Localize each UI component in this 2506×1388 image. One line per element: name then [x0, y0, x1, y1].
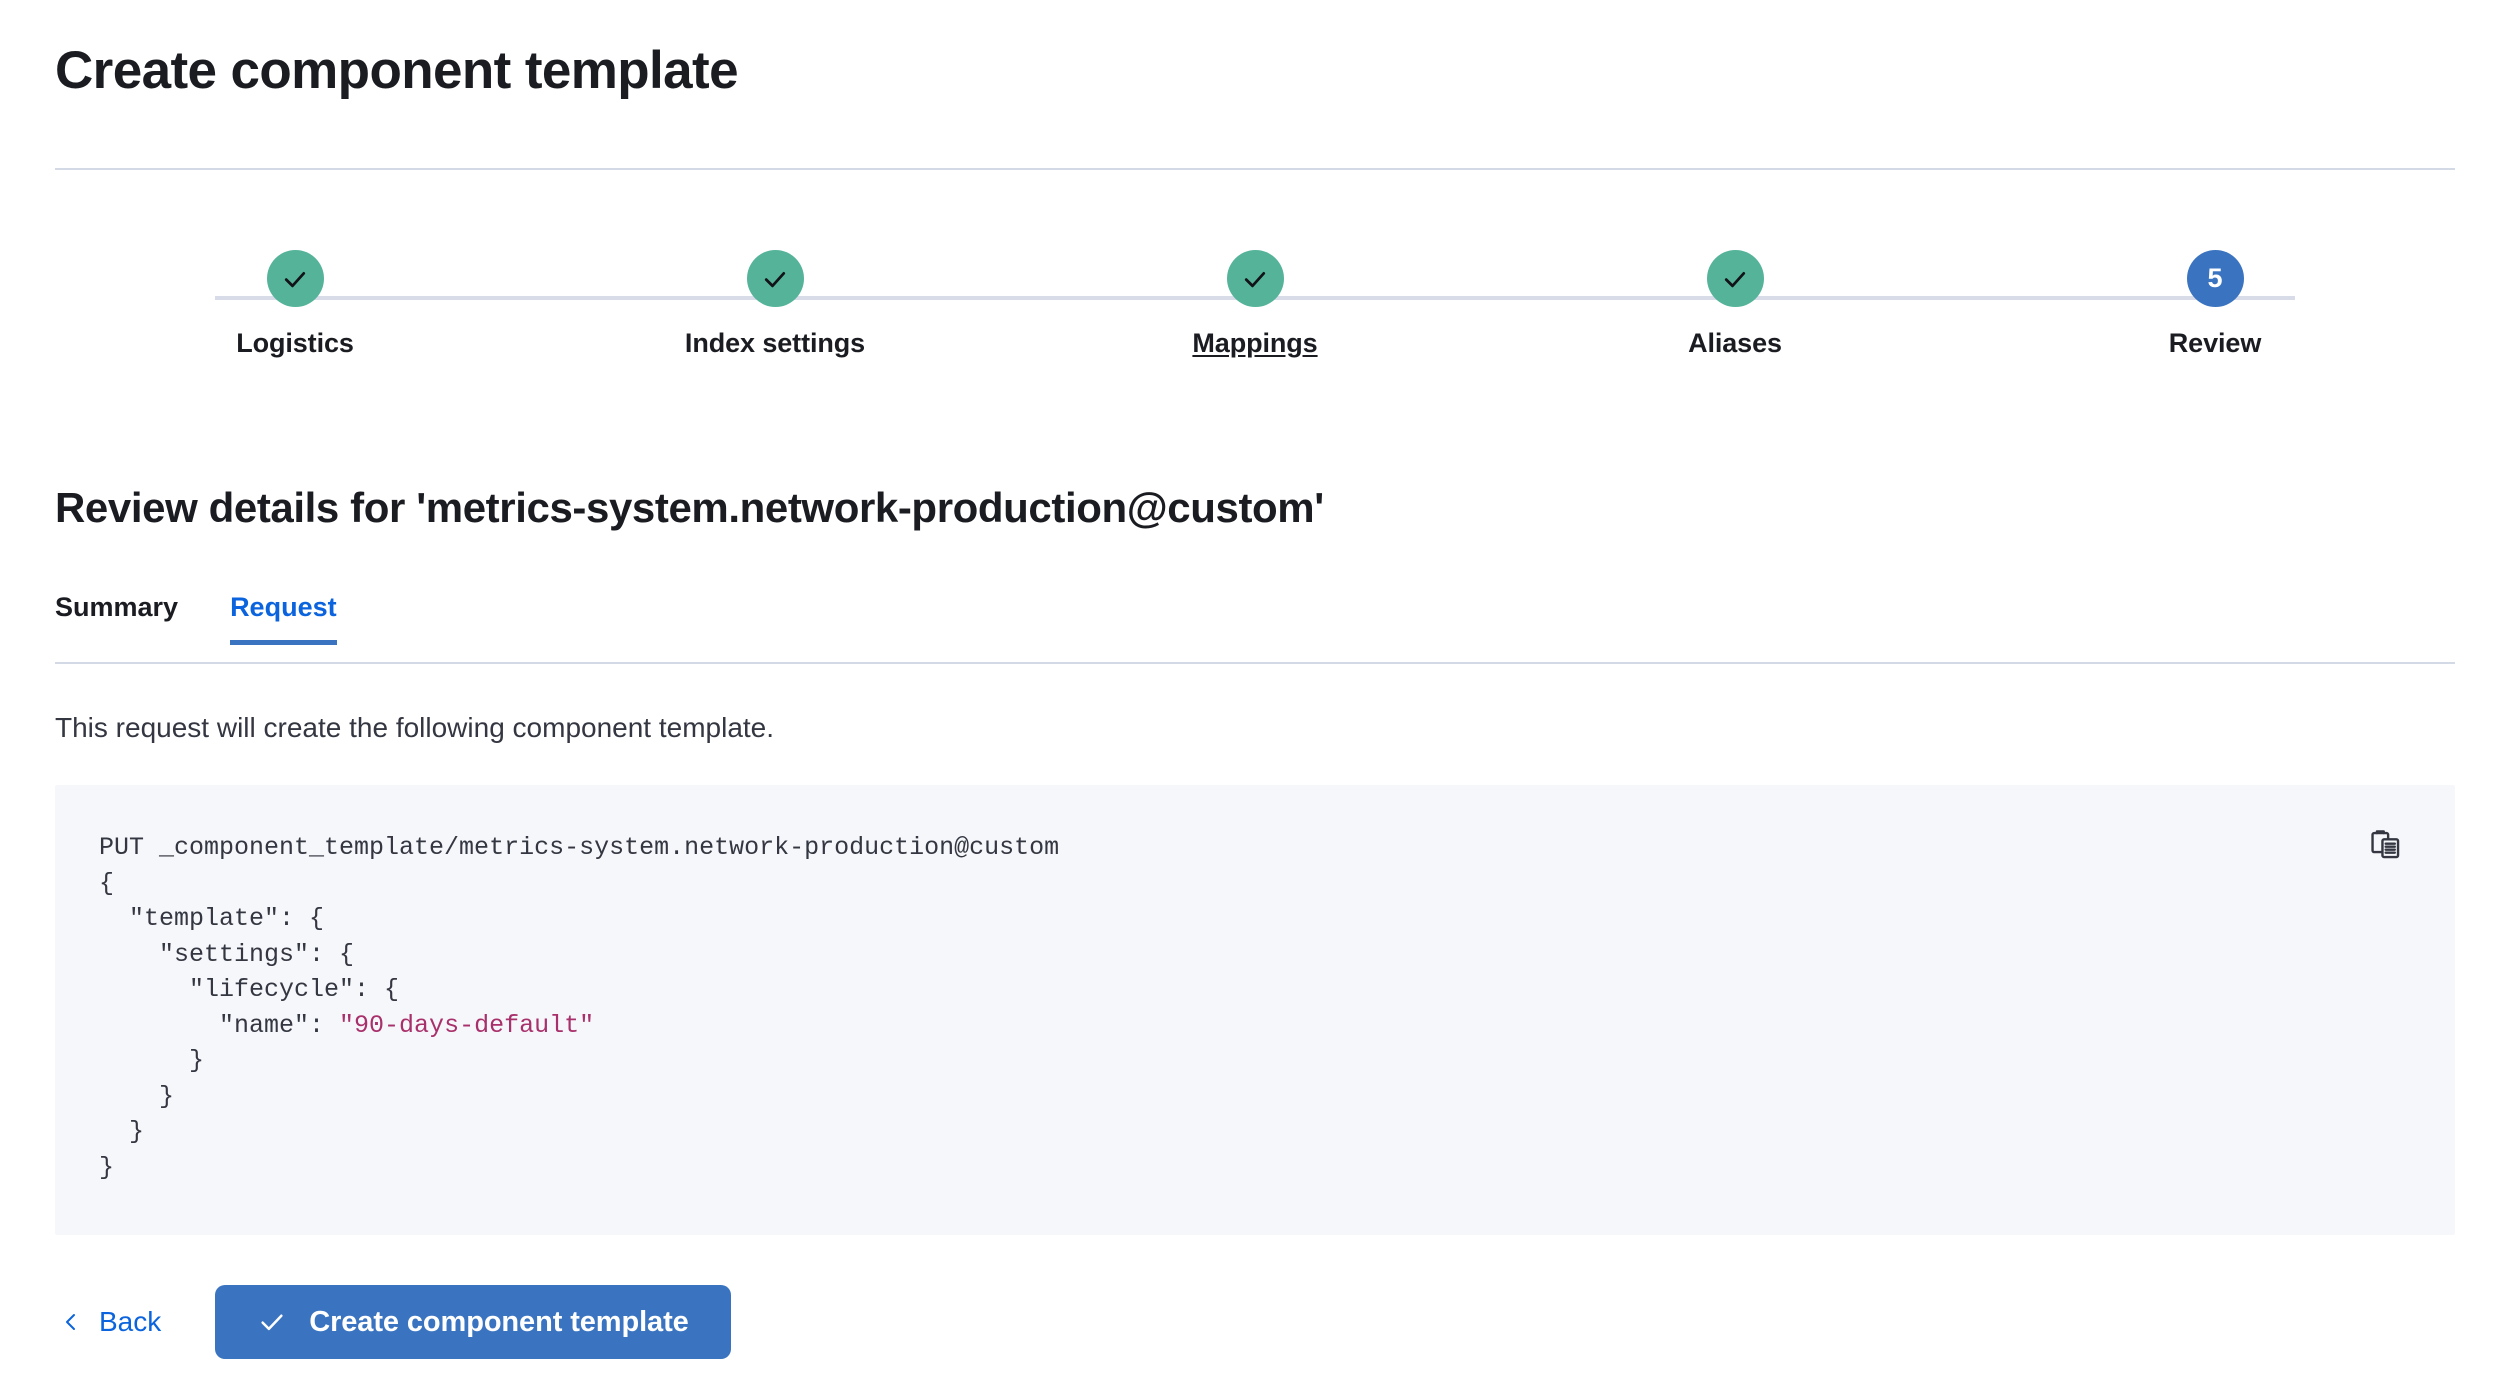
stepper-step-label: Mappings: [1192, 328, 1318, 358]
back-button-label: Back: [99, 1306, 162, 1337]
back-button[interactable]: Back: [55, 1298, 165, 1346]
copy-to-clipboard-button[interactable]: [2363, 823, 2409, 869]
stepper-step-aliases[interactable]: Aliases: [1495, 250, 1975, 359]
create-component-template-button[interactable]: Create component template: [215, 1285, 731, 1359]
stepper-step-label: Index settings: [684, 328, 866, 358]
step-circle-3: [1226, 250, 1284, 307]
review-details-heading: Review details for 'metrics-system.netwo…: [55, 484, 1324, 531]
check-icon: [1240, 264, 1270, 294]
check-icon: [760, 264, 790, 294]
tab-summary[interactable]: Summary: [55, 592, 178, 645]
page-title: Create component template: [55, 41, 739, 100]
create-component-template-label: Create component template: [309, 1305, 689, 1338]
check-icon: [1720, 264, 1750, 294]
stepper-step-mappings[interactable]: Mappings: [1015, 250, 1495, 359]
tabs-bottom-rule: [55, 662, 2455, 664]
check-icon: [257, 1307, 287, 1337]
request-code-panel: PUT _component_template/metrics-system.n…: [55, 785, 2455, 1235]
step-circle-1: [266, 250, 324, 307]
code-string-value: "90-days-default": [339, 1010, 595, 1040]
stepper-step-label: Logistics: [236, 328, 354, 358]
copy-clipboard-icon: [2369, 828, 2403, 865]
step-circle-2: [746, 250, 804, 307]
wizard-footer: Back Create component template: [55, 1285, 731, 1359]
stepper-step-label: Aliases: [1688, 328, 1782, 358]
stepper-step-logistics[interactable]: Logistics: [55, 250, 535, 359]
step-number: 5: [2207, 263, 2223, 293]
step-circle-5: 5: [2186, 250, 2244, 307]
review-tabs: Summary Request: [55, 592, 2455, 664]
check-icon: [280, 264, 310, 294]
request-code-text: PUT _component_template/metrics-system.n…: [99, 833, 1060, 1182]
step-circle-4: [1706, 250, 1764, 307]
request-description: This request will create the following c…: [55, 712, 775, 743]
tab-strip: Summary Request: [55, 592, 2455, 664]
title-divider: [55, 168, 2455, 170]
stepper-step-label: Review: [2168, 328, 2262, 358]
chevron-left-icon: [59, 1310, 83, 1334]
stepper-step-index-settings[interactable]: Index settings: [535, 250, 1015, 359]
tab-request[interactable]: Request: [230, 592, 337, 645]
